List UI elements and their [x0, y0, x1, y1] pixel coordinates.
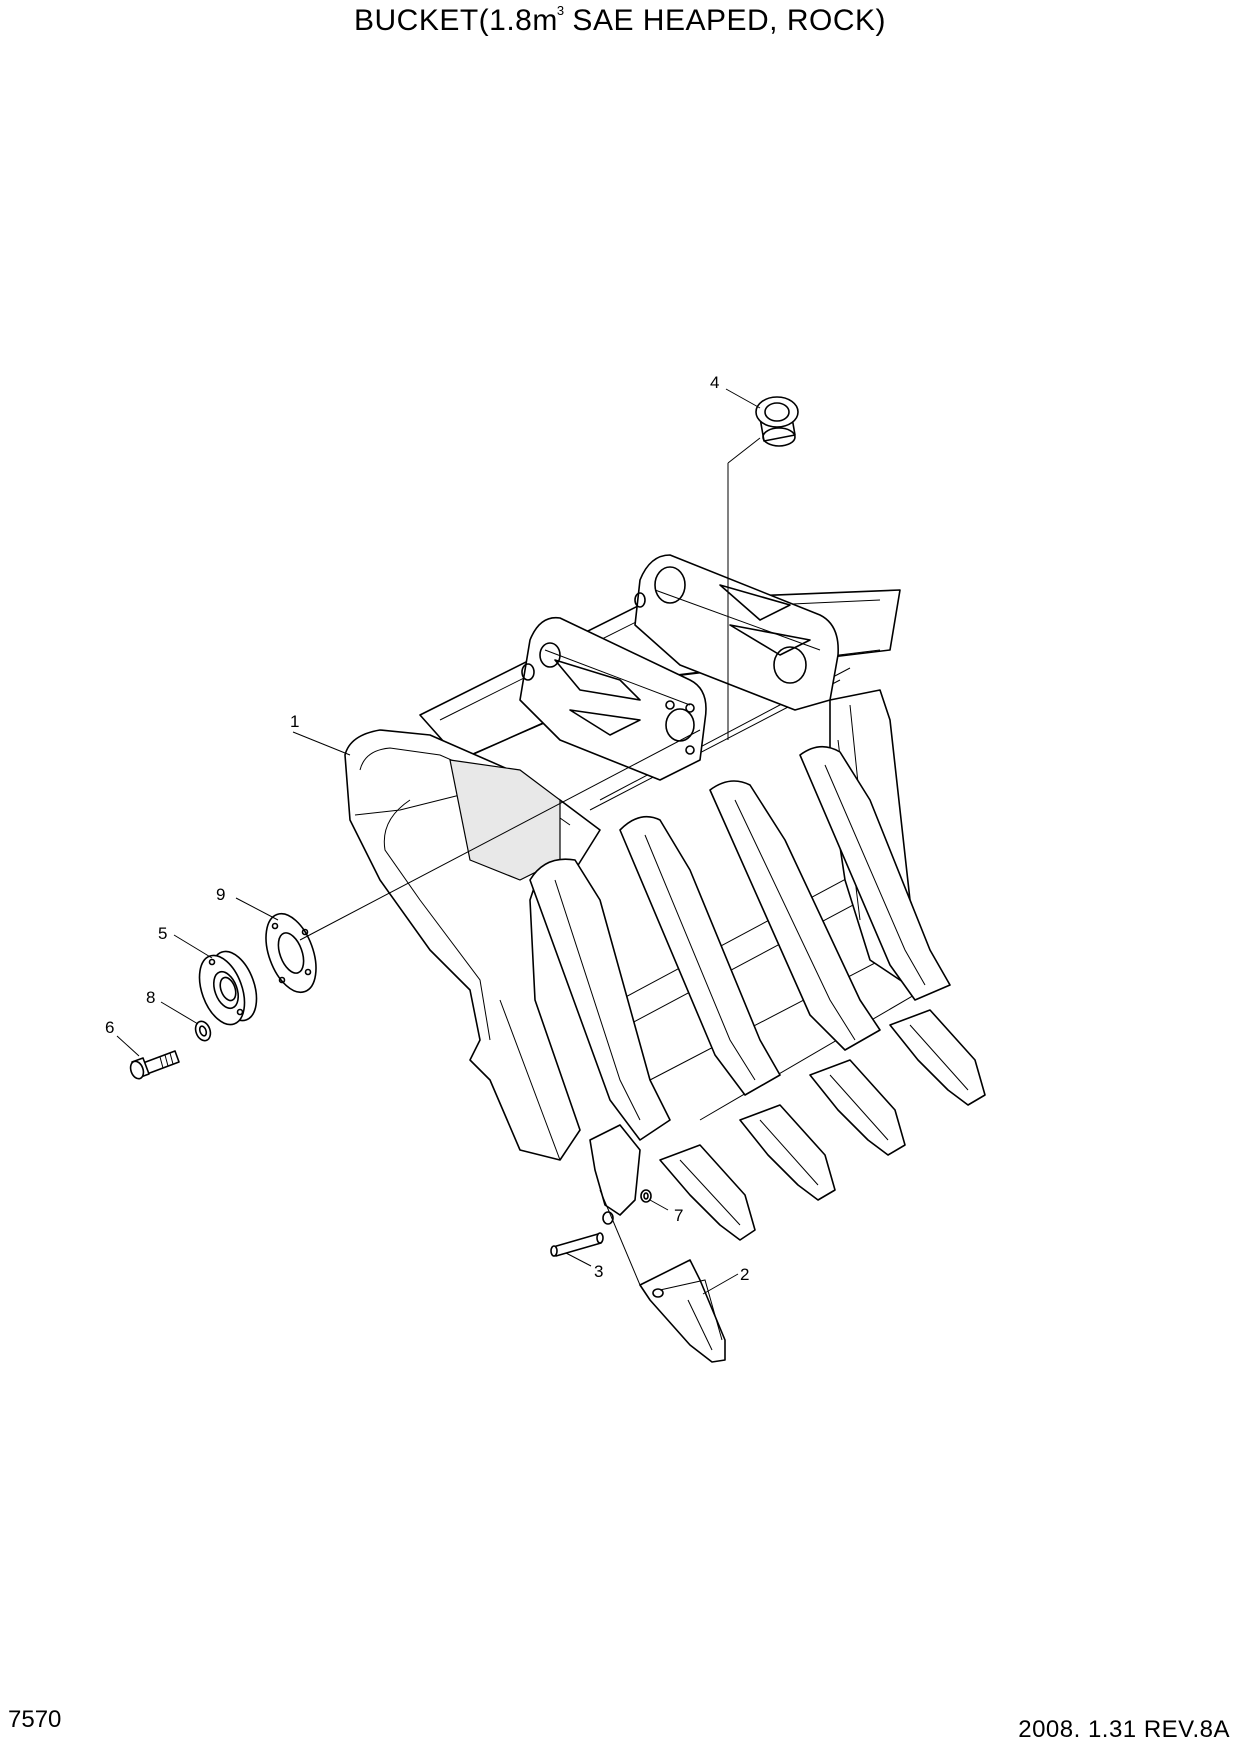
title-superscript: 3: [556, 3, 565, 18]
revision-date: 2008. 1.31 REV.8A: [1018, 1716, 1230, 1743]
callout-1: 1: [290, 712, 299, 731]
page-title: BUCKET(1.8m3 SAE HEAPED, ROCK): [0, 3, 1240, 38]
bucket-tooth-part-2: [639, 1259, 726, 1363]
shim-plate-part-9: [265, 912, 317, 994]
callout-2: 2: [740, 1265, 749, 1284]
washer-part-8: [194, 1020, 212, 1042]
callout-7: 7: [674, 1206, 683, 1225]
callout-4: 4: [710, 373, 719, 392]
callout-5: 5: [158, 924, 167, 943]
callout-9: 9: [216, 885, 225, 904]
title-text-suffix: SAE HEAPED, ROCK): [563, 4, 886, 37]
callout-6: 6: [105, 1018, 114, 1037]
callout-labels: 1 2 3 4 5 6 7 8 9: [105, 373, 749, 1284]
leader-lines: [116, 388, 761, 1295]
callout-3: 3: [594, 1262, 603, 1281]
bolt-part-6: [129, 1050, 180, 1080]
pin-part-3: [550, 1232, 604, 1257]
bucket-tines: [529, 745, 951, 1141]
boss-collar-part-5: [198, 950, 258, 1026]
page-number: 7570: [8, 1706, 62, 1733]
mounted-bucket-teeth: [589, 1009, 986, 1241]
bushing-part-4: [755, 396, 799, 447]
callout-8: 8: [146, 988, 155, 1007]
title-text: BUCKET(1.8m: [353, 4, 558, 37]
